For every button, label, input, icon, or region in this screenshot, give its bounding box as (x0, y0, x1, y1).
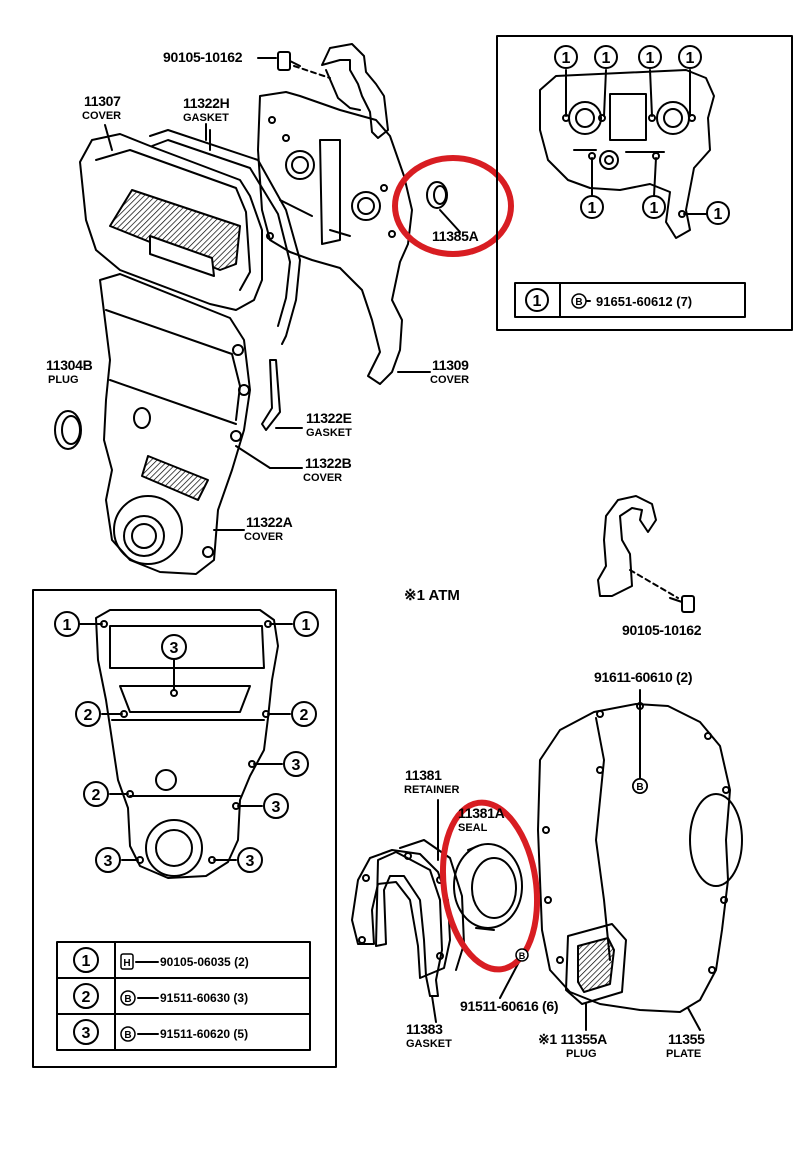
callout-1: 1 (302, 617, 311, 634)
svg-text:B: B (519, 951, 526, 961)
callout-1: 1 (650, 200, 659, 217)
svg-text:B: B (636, 782, 643, 793)
callout-3: 3 (292, 757, 301, 774)
part-number-11383: 11383 (406, 1021, 443, 1037)
part-name-seal-11381a: SEAL (458, 822, 488, 834)
callout-1: 1 (602, 50, 611, 67)
inset-bottom-callouts: 1 1 2 2 2 3 3 3 3 3 (54, 611, 319, 873)
cover-11307-shape (79, 133, 263, 311)
bolt-symbol-h: H (123, 958, 130, 969)
plate-bolt-symbols: B B (515, 778, 648, 962)
part-name-plug-11304b: PLUG (48, 374, 79, 386)
cover-11322a-shape (99, 273, 251, 575)
part-number-11322h: 11322H (183, 95, 230, 111)
legend-key-3: 3 (82, 1025, 91, 1042)
bracket-top (321, 43, 389, 139)
legend-part-91511-60630: 91511-60630 (3) (160, 991, 248, 1005)
bolt-right-icon (669, 595, 695, 613)
part-number-91511-60616: 91511-60616 (6) (460, 998, 559, 1014)
plug-11355a-icon (565, 923, 627, 1005)
inset-bottom-legend: 1 2 3 H B B 90105-06035 (2) 91511-60630 … (73, 947, 249, 1045)
part-number-11309: 11309 (432, 357, 469, 373)
seal-11381a-icon (453, 843, 523, 931)
part-name-gasket-11322h: GASKET (183, 112, 229, 124)
bolt-top-icon (257, 51, 331, 79)
callout-1: 1 (646, 50, 655, 67)
callout-3: 3 (272, 799, 281, 816)
callout-3: 3 (104, 853, 113, 870)
inset-top-callouts: 1 1 1 1 1 1 1 1 B 91651-60612 (7) (525, 45, 730, 312)
part-number-bolt-top: 90105-10162 (163, 49, 243, 65)
callout-1: 1 (63, 617, 72, 634)
legend-key-1: 1 (533, 293, 542, 310)
callout-2: 2 (92, 787, 101, 804)
part-number-11355a: ※1 11355A (538, 1031, 607, 1047)
inset-top-drawing (539, 69, 715, 239)
legend-part-91651: 91651-60612 (7) (596, 294, 692, 309)
part-name-cover-11322b: COVER (303, 472, 343, 484)
part-number-11322b: 11322B (305, 455, 352, 471)
part-name-gasket-11322e: GASKET (306, 427, 352, 439)
callout-1: 1 (562, 50, 571, 67)
gasket-11383-shape (375, 851, 443, 1023)
part-name-plug-11355a: PLUG (566, 1048, 597, 1060)
part-name-retainer-11381: RETAINER (404, 784, 460, 796)
part-number-11304b: 11304B (46, 357, 93, 373)
highlight-circle-11381a (439, 799, 541, 973)
callout-2: 2 (300, 707, 309, 724)
callout-3: 3 (246, 853, 255, 870)
part-number-91611-60610: 91611-60610 (2) (594, 669, 693, 685)
plug-11304b-icon (54, 410, 82, 450)
seal-11385a-icon (426, 181, 461, 233)
callout-1: 1 (714, 206, 723, 223)
part-name-gasket-11383: GASKET (406, 1038, 452, 1050)
part-number-bolt-right: 90105-10162 (622, 622, 702, 638)
callout-2: 2 (84, 707, 93, 724)
part-name-cover-11307: COVER (82, 110, 122, 122)
part-name-cover-11322a: COVER (244, 531, 284, 543)
callout-1: 1 (686, 50, 695, 67)
part-name-cover-11309: COVER (430, 374, 470, 386)
inset-bottom-frame (32, 589, 337, 1068)
part-number-11355: 11355 (668, 1031, 705, 1047)
legend-key-1: 1 (82, 953, 91, 970)
part-number-11307: 11307 (84, 93, 121, 109)
part-number-11385a: 11385A (432, 228, 479, 244)
legend-key-2: 2 (82, 989, 91, 1006)
gasket-11322h-shape (149, 129, 301, 345)
bolt-symbol-b: B (124, 994, 131, 1005)
bracket-right (597, 495, 679, 599)
part-number-11322e: 11322E (306, 410, 352, 426)
bolt-symbol-b: B (124, 1030, 131, 1041)
part-name-plate-11355: PLATE (666, 1048, 702, 1060)
callout-3: 3 (170, 640, 179, 657)
callout-1: 1 (588, 200, 597, 217)
inset-top-frame (496, 35, 793, 331)
legend-part-90105-06035: 90105-06035 (2) (160, 955, 249, 969)
part-number-11381a: 11381A (458, 805, 505, 821)
gasket-11322e-shape (261, 359, 303, 431)
bolt-symbol-b: B (575, 297, 582, 308)
highlight-circle-11385a (392, 155, 514, 257)
legend-part-91511-60620: 91511-60620 (5) (160, 1027, 248, 1041)
part-number-11322a: 11322A (246, 514, 293, 530)
atm-note: ※1 ATM (404, 587, 460, 604)
inset-bottom-drawing (79, 609, 293, 879)
cover-11309-shape (257, 91, 413, 385)
part-number-11381: 11381 (405, 767, 442, 783)
